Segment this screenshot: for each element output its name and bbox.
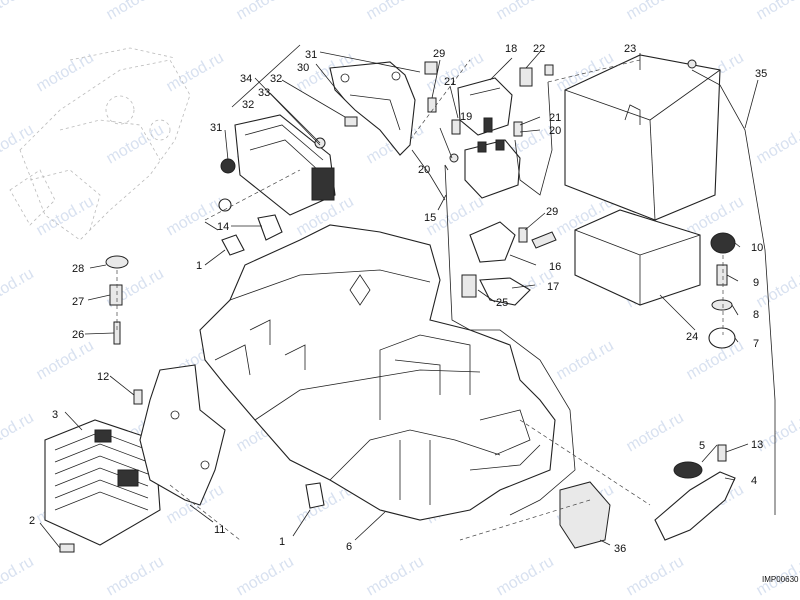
watermark-text: motod.ru (104, 121, 167, 167)
watermark-text: motod.ru (0, 121, 37, 167)
callout-20-left: 20 (418, 164, 430, 176)
watermark-text: motod.ru (364, 553, 427, 599)
watermark-text: motod.ru (554, 337, 617, 383)
callout-29-top: 29 (433, 48, 445, 60)
leader-lines (39, 51, 759, 549)
cables (411, 69, 776, 516)
voltage-regulator (44, 419, 161, 546)
watermark-text: motod.ru (754, 121, 800, 167)
callout-23: 23 (624, 43, 636, 55)
callout-18: 18 (505, 43, 517, 55)
battery-tray (574, 209, 701, 306)
callout-12: 12 (97, 371, 109, 383)
callout-35: 35 (755, 68, 767, 80)
watermark-text: motod.ru (0, 409, 37, 455)
callout-13: 13 (751, 439, 763, 451)
watermark-text: motod.ru (104, 553, 167, 599)
watermark-text: motod.ru (34, 337, 97, 383)
watermark-text: motod.ru (624, 553, 687, 599)
group-bracket (204, 44, 301, 231)
watermark-text: motod.ru (234, 553, 297, 599)
fuse-box (457, 77, 513, 136)
callout-9: 9 (753, 277, 759, 289)
callout-19: 19 (460, 111, 472, 123)
battery (564, 54, 721, 221)
callout-31-left: 31 (210, 122, 222, 134)
callout-labels: 31 30 34 32 33 32 31 14 1 28 27 26 12 3 … (29, 43, 767, 555)
watermark-text: motod.ru (754, 265, 800, 311)
callout-2: 2 (29, 515, 35, 527)
callout-11: 11 (214, 524, 225, 536)
alignment-lines (116, 59, 724, 541)
small-parts (59, 59, 736, 553)
callout-20-right: 20 (549, 125, 561, 137)
watermark-text: motod.ru (754, 0, 800, 23)
callout-17: 17 (547, 281, 559, 293)
callout-21-left: 21 (444, 76, 456, 88)
callout-21-right: 21 (549, 112, 561, 124)
callout-16: 16 (549, 261, 561, 273)
starter-relay (464, 139, 521, 199)
callout-34: 34 (240, 73, 252, 85)
regulator-bracket (139, 364, 226, 506)
watermark-text: motod.ru (34, 193, 97, 239)
callout-10: 10 (751, 242, 763, 254)
ecu-unit (218, 114, 336, 216)
callout-14: 14 (217, 221, 229, 233)
callout-15: 15 (424, 212, 436, 224)
electrical-tray (199, 224, 556, 521)
callout-22: 22 (533, 43, 545, 55)
callout-1-upper: 1 (196, 260, 202, 272)
watermark-text: motod.ru (34, 49, 97, 95)
watermark-text: motod.ru (494, 0, 557, 23)
watermark-text: motod.ru (364, 0, 427, 23)
callout-1-lower: 1 (279, 536, 285, 548)
callout-32-top: 32 (270, 73, 282, 85)
watermark-text: motod.ru (234, 0, 297, 23)
watermark-text: motod.ru (624, 0, 687, 23)
callout-36: 36 (614, 543, 626, 555)
callout-30: 30 (297, 62, 309, 74)
callout-32-mid: 32 (242, 99, 254, 111)
frame-background (9, 47, 191, 241)
watermark-text: motod.ru (104, 0, 167, 23)
callout-25: 25 (496, 297, 508, 309)
callout-6: 6 (346, 541, 352, 553)
watermark-text: motod.ru (164, 49, 227, 95)
watermark-text: motod.ru (0, 0, 37, 23)
callout-28: 28 (72, 263, 84, 275)
watermark-text: motod.ru (624, 409, 687, 455)
callout-31-top: 31 (305, 49, 317, 61)
callout-8: 8 (753, 309, 759, 321)
callout-33: 33 (258, 87, 270, 99)
callout-5: 5 (699, 440, 705, 452)
callout-27: 27 (72, 296, 84, 308)
watermark-text: motod.ru (0, 265, 37, 311)
relay-bracket (329, 61, 416, 156)
drawing-code: IMP00630 (762, 575, 799, 584)
callout-24: 24 (686, 331, 698, 343)
watermark-text: motod.ru (0, 553, 37, 599)
callout-4: 4 (751, 475, 757, 487)
callout-3: 3 (52, 409, 58, 421)
callout-29-mid: 29 (546, 206, 558, 218)
watermark-text: motod.ru (494, 553, 557, 599)
callout-26: 26 (72, 329, 84, 341)
callout-7: 7 (753, 338, 759, 350)
